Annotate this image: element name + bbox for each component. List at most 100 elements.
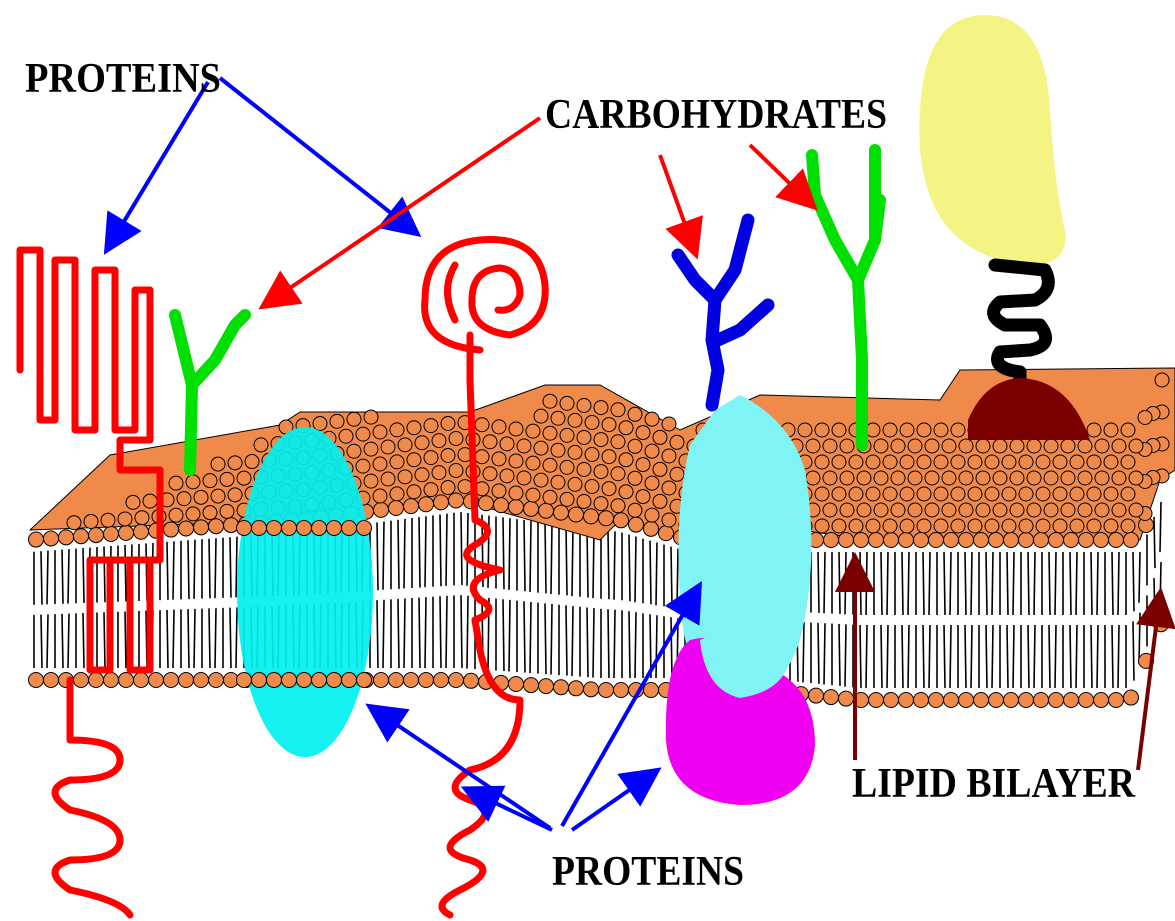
lipid-head	[404, 673, 419, 688]
lipid-head	[602, 450, 616, 464]
lipid-head	[614, 513, 629, 528]
lipid-head	[942, 439, 956, 453]
lipid-tail	[440, 596, 441, 668]
lipid-head	[951, 423, 965, 437]
lipid-tail	[971, 552, 972, 615]
lipid-head	[611, 499, 625, 513]
lipid-head	[1087, 519, 1101, 533]
lipid-tail	[986, 625, 987, 688]
lipid-head	[874, 471, 888, 485]
lipid-tail	[608, 531, 609, 600]
lipid-head	[832, 519, 846, 533]
lipid-head	[381, 440, 395, 454]
arrow-carbohydrates-to-blue-chain	[660, 155, 695, 252]
lipid-head	[1121, 487, 1135, 501]
lipid-head	[509, 500, 524, 515]
lipid-head	[374, 502, 389, 517]
lipid-head	[968, 455, 982, 469]
lipid-head	[1109, 533, 1124, 548]
lipid-head	[815, 455, 829, 469]
lipid-tail	[986, 552, 987, 615]
lipid-head	[866, 455, 880, 469]
lipid-head	[539, 503, 554, 518]
lipid-head	[186, 507, 200, 521]
lipid-head	[925, 503, 939, 517]
lipid-tail	[614, 531, 615, 599]
lipid-head	[1078, 471, 1092, 485]
lipid-head	[543, 490, 557, 504]
lipid-head	[1070, 487, 1084, 501]
lipid-head	[1155, 373, 1169, 387]
lipid-head	[899, 693, 914, 708]
lipid-head	[373, 425, 387, 439]
lipid-tail	[125, 545, 126, 602]
lipid-head	[1036, 487, 1050, 501]
lipid-head	[914, 693, 929, 708]
lipid-head	[169, 476, 183, 490]
lipid-head	[398, 470, 412, 484]
lipid-tail	[167, 542, 168, 600]
lipid-head	[357, 673, 372, 688]
lipid-head	[577, 431, 591, 445]
lipid-tail	[125, 611, 126, 668]
lipid-tail	[524, 601, 525, 672]
lipid-head	[1002, 519, 1016, 533]
lipid-head	[1064, 533, 1079, 548]
lipid-tail	[635, 612, 636, 678]
lipid-tail	[1091, 625, 1092, 688]
lipid-head	[891, 503, 905, 517]
lipid-tail	[677, 549, 678, 609]
lipid-head	[602, 482, 616, 496]
lipid-tail	[47, 551, 48, 605]
lipid-head	[614, 683, 629, 698]
lipid-head	[483, 435, 497, 449]
lipid-tail	[1076, 552, 1077, 615]
lipid-head	[823, 471, 837, 485]
lipid-tail	[824, 552, 825, 613]
lipid-head	[67, 516, 81, 530]
lipid-head	[1124, 533, 1139, 548]
lipid-tail	[545, 523, 546, 594]
lipid-head	[483, 467, 497, 481]
lipid-head	[653, 462, 667, 476]
lipid-head	[267, 673, 282, 688]
middle-protein-globular-head	[425, 240, 546, 380]
lipid-head	[479, 496, 494, 511]
lipid-tail	[509, 518, 510, 590]
lipid-tail	[1070, 625, 1071, 688]
lipid-head	[1124, 690, 1139, 705]
lipid-head	[917, 455, 931, 469]
lipid-tail	[929, 625, 930, 688]
lipid-head	[509, 454, 523, 468]
lipid-head	[900, 455, 914, 469]
lipid-head	[908, 503, 922, 517]
lipid-head	[434, 495, 449, 510]
lipid-head	[925, 471, 939, 485]
lipid-head	[857, 503, 871, 517]
lipid-head	[619, 453, 633, 467]
lipid-head	[900, 423, 914, 437]
lipid-head	[551, 475, 565, 489]
lipid-tail	[908, 552, 909, 615]
lipid-head	[968, 519, 982, 533]
lipid-head	[29, 532, 44, 547]
lipid-tail	[881, 625, 882, 688]
lipid-head	[149, 673, 164, 688]
lipid-head	[1044, 503, 1058, 517]
lipid-head	[89, 528, 104, 543]
arrow-proteins-to-channel	[372, 708, 550, 828]
lipid-head	[177, 492, 191, 506]
lipid-head	[494, 498, 509, 513]
lipid-head	[806, 439, 820, 453]
lipid-head	[347, 412, 361, 426]
lipid-head	[1095, 503, 1109, 517]
lipid-head	[908, 471, 922, 485]
lipid-head	[551, 443, 565, 457]
lipid-head	[312, 673, 327, 688]
lipid-head	[659, 526, 674, 541]
lipid-head	[342, 673, 357, 688]
lipid-head	[1104, 519, 1118, 533]
lipid-head	[211, 457, 225, 471]
lipid-head	[313, 417, 327, 431]
